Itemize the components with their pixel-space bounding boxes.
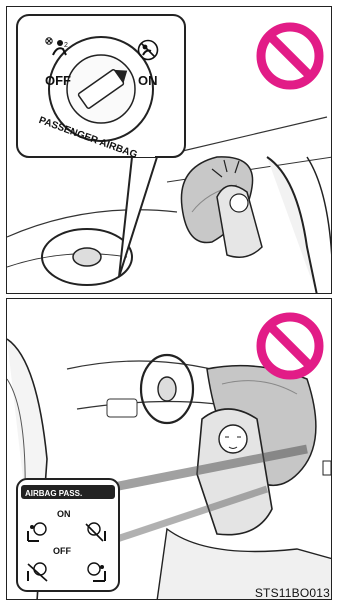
switch-on-label: ON	[138, 73, 158, 88]
top-illustration-panel: 2 OFF ON PASSENGER AIRBAG	[6, 6, 332, 294]
passenger-airbag-on-icon	[137, 39, 159, 61]
indicator-on-label: ON	[57, 509, 71, 519]
indicator-title: AIRBAG PASS.	[25, 489, 82, 498]
airbag-off-seat-icon	[83, 521, 109, 543]
bottom-illustration-panel: AIRBAG PASS. ON OFF	[6, 298, 332, 600]
airbag-off-seat-icon	[25, 561, 51, 583]
prohibited-icon	[255, 311, 325, 381]
svg-text:2: 2	[64, 42, 68, 49]
airbag-on-seat-icon	[83, 561, 109, 583]
indicator-off-label: OFF	[53, 546, 71, 556]
switch-off-label: OFF	[45, 73, 71, 88]
passenger-airbag-off-icon: 2	[45, 37, 69, 59]
airbag-on-seat-icon	[25, 521, 51, 543]
prohibited-icon	[255, 21, 325, 91]
figure-code-caption: STS11BO013	[255, 586, 330, 600]
